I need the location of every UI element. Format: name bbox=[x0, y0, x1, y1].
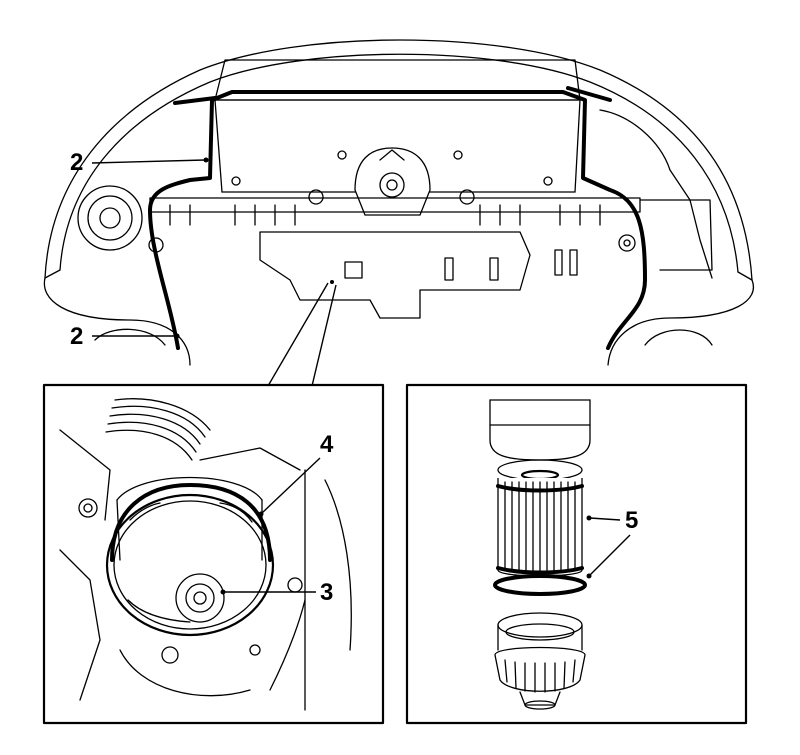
right-wheel-arch bbox=[607, 279, 755, 366]
left-pulley bbox=[77, 185, 143, 251]
overview-engine-bay: 2 2 bbox=[43, 39, 755, 387]
callout-3: 3 bbox=[320, 579, 333, 606]
filter-lower-cap bbox=[494, 612, 586, 710]
callout-5: 5 bbox=[625, 507, 638, 534]
filter-housing bbox=[105, 476, 275, 637]
filter-upper-housing bbox=[489, 399, 591, 461]
o-ring bbox=[493, 574, 587, 596]
cover-bolts bbox=[231, 150, 553, 205]
lower-tray bbox=[259, 231, 531, 319]
cross-member bbox=[149, 197, 641, 213]
detail-frame-right bbox=[405, 383, 748, 725]
callout-2-lower: 2 bbox=[70, 323, 83, 350]
detail-filter-housing: 4 3 bbox=[42, 383, 385, 725]
detail-filter-element: 5 bbox=[405, 383, 748, 725]
detail-frame-left bbox=[42, 383, 385, 725]
hood-outline bbox=[44, 39, 753, 281]
filter-cap-top bbox=[354, 147, 431, 216]
callout-2-upper: 2 bbox=[70, 149, 83, 176]
left-wheel-arch bbox=[43, 277, 191, 366]
callout-4: 4 bbox=[320, 431, 334, 458]
trim-seal-strip bbox=[148, 90, 647, 350]
filter-element bbox=[496, 459, 584, 577]
hood-inner-outline bbox=[59, 53, 739, 273]
